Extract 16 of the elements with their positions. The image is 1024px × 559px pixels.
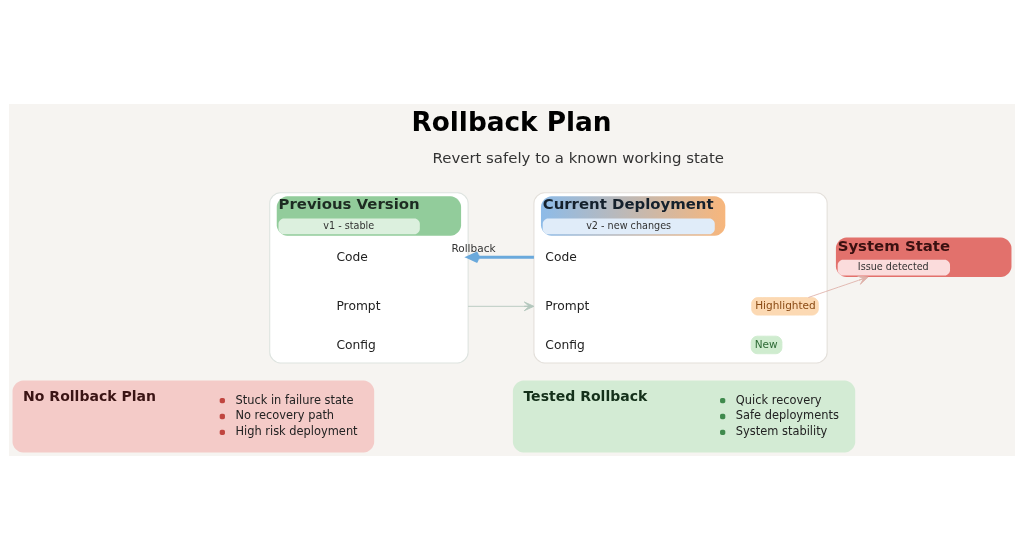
diagram-title: Rollback Plan <box>411 106 612 137</box>
node-text: Config <box>336 337 376 352</box>
node-text: Prompt <box>545 298 590 313</box>
arrow <box>808 275 869 298</box>
node-box: Highlighted <box>751 296 819 316</box>
arrow <box>467 301 535 311</box>
label: Revert safely to a known working state <box>432 148 724 167</box>
node-text: Code <box>336 249 368 264</box>
node-box: Tested Rollback Quick recovery Safe deployments System stability <box>512 380 856 452</box>
node-box: New <box>750 335 783 354</box>
node-text: Code <box>545 249 577 264</box>
node-text: Config <box>545 337 585 352</box>
node-text: Prompt <box>336 298 381 313</box>
node-box: No Rollback Plan Stuck in failure state No recovery path High risk deployment <box>12 380 375 452</box>
edge-label: Rollback <box>451 241 496 254</box>
arrow <box>466 250 534 263</box>
